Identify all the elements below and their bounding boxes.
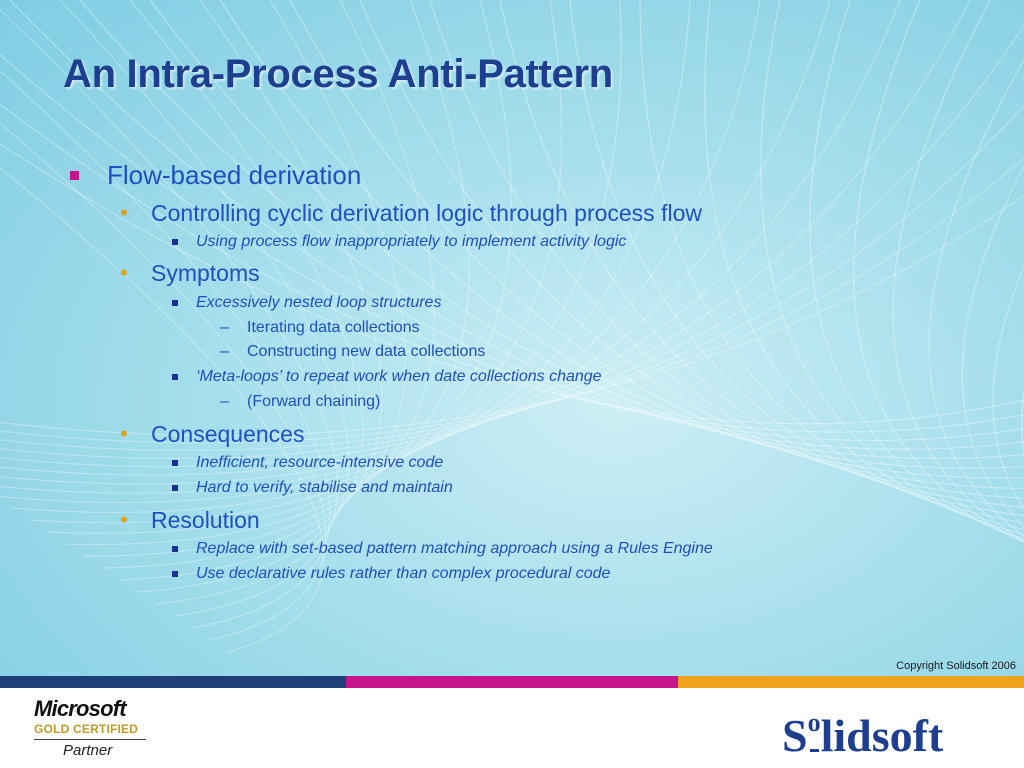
bullet-line-level-4: – (Forward chaining) <box>220 393 381 411</box>
microsoft-wordmark: Microsoft <box>34 696 127 721</box>
microsoft-gold-partner-logo: Microsoft GOLD CERTIFIED Partner <box>34 697 154 760</box>
dash-bullet-icon: – <box>220 393 229 410</box>
bullet-text: Consequences <box>151 421 305 447</box>
bullet-line-level-3: Replace with set-based pattern matching … <box>172 540 713 558</box>
bullet-text: Symptoms <box>151 260 260 286</box>
slide-background: An Intra-Process Anti-Pattern Flow-based… <box>0 0 1024 676</box>
small-square-bullet-icon <box>172 374 178 380</box>
bullet-line-level-3: Hard to verify, stabilise and maintain <box>172 479 453 497</box>
bullet-text: Controlling cyclic derivation logic thro… <box>151 200 702 226</box>
slide-title: An Intra-Process Anti-Pattern <box>63 52 613 96</box>
bullet-line-level-4: – Constructing new data collections <box>220 343 486 361</box>
small-square-bullet-icon <box>172 546 178 552</box>
small-square-bullet-icon <box>172 239 178 245</box>
bullet-text: Using process flow inappropriately to im… <box>196 233 627 250</box>
bullet-line-level-2: • Resolution <box>120 507 260 534</box>
dash-bullet-icon: – <box>220 343 229 360</box>
bullet-text: Excessively nested loop structures <box>196 294 442 311</box>
bullet-line-level-1: Flow-based derivation <box>70 160 362 191</box>
bullet-text: ‘Meta-loops’ to repeat work when date co… <box>196 368 602 385</box>
footer-bar-magenta <box>346 676 678 688</box>
solidsoft-logo-s: S <box>782 710 808 761</box>
bullet-text: Constructing new data collections <box>247 343 486 360</box>
bullet-text: Hard to verify, stabilise and maintain <box>196 479 453 496</box>
mesh-background-graphic <box>0 0 1024 676</box>
bullet-line-level-3: ‘Meta-loops’ to repeat work when date co… <box>172 368 602 386</box>
small-square-bullet-icon <box>172 571 178 577</box>
bullet-text: Use declarative rules rather than comple… <box>196 565 611 582</box>
small-square-bullet-icon <box>172 300 178 306</box>
bullet-line-level-2: • Symptoms <box>120 260 260 287</box>
bullet-line-level-3: Inefficient, resource-intensive code <box>172 454 444 472</box>
partner-label: Partner <box>63 742 113 759</box>
bullet-line-level-4: – Iterating data collections <box>220 319 420 337</box>
footer-color-bars <box>0 676 1024 688</box>
bullet-line-level-2: • Controlling cyclic derivation logic thr… <box>120 200 702 227</box>
small-square-bullet-icon <box>172 460 178 466</box>
dot-bullet-icon: • <box>120 260 128 285</box>
footer-bar-orange <box>678 676 1024 688</box>
gold-certified-label: GOLD CERTIFIED <box>34 722 139 736</box>
footer-bar-navy <box>0 676 346 688</box>
dash-bullet-icon: – <box>220 319 229 336</box>
bullet-text: (Forward chaining) <box>247 393 381 410</box>
bullet-text: Flow-based derivation <box>107 160 362 190</box>
solidsoft-logo-rest: lidsoft <box>820 710 944 761</box>
dot-bullet-icon: • <box>120 421 128 446</box>
bullet-text: Replace with set-based pattern matching … <box>196 540 713 557</box>
bullet-line-level-3: Excessively nested loop structures <box>172 294 442 312</box>
dot-bullet-icon: • <box>120 507 128 532</box>
logo-divider <box>34 739 146 740</box>
bullet-text: Resolution <box>151 507 260 533</box>
bullet-line-level-3: Use declarative rules rather than comple… <box>172 565 611 583</box>
dot-bullet-icon: • <box>120 200 128 225</box>
square-bullet-icon <box>70 171 79 180</box>
copyright-text: Copyright Solidsoft 2006 <box>896 660 1016 672</box>
solidsoft-logo: Solidsoft <box>782 698 943 761</box>
bullet-line-level-3: Using process flow inappropriately to im… <box>172 233 627 251</box>
solidsoft-logo-o: o <box>808 698 821 752</box>
slide-body: Flow-based derivation • Controlling cyclic… <box>70 160 713 583</box>
bullet-text: Inefficient, resource-intensive code <box>196 454 444 471</box>
bullet-line-level-2: • Consequences <box>120 421 305 448</box>
small-square-bullet-icon <box>172 485 178 491</box>
bullet-text: Iterating data collections <box>247 319 420 336</box>
